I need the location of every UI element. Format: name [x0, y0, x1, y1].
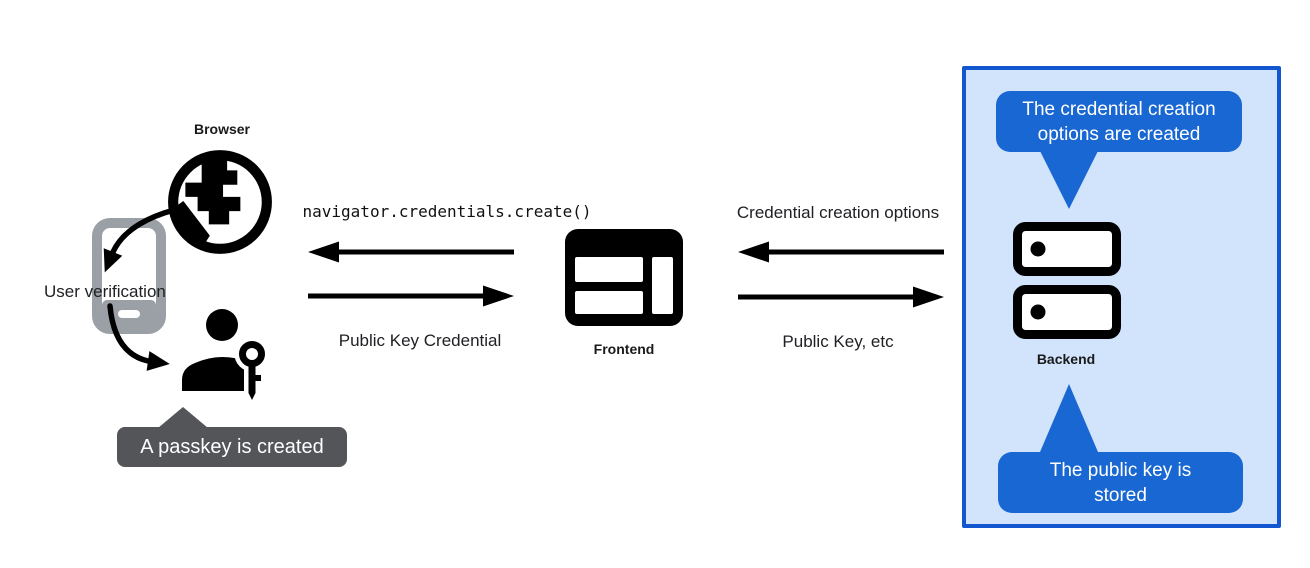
public-key-etc-label: Public Key, etc — [782, 332, 894, 351]
arrow-public-key-right — [738, 286, 944, 308]
arrow-public-key-credential-right — [308, 285, 514, 307]
browser-window-icon — [565, 229, 683, 326]
globe-icon — [168, 150, 272, 254]
backend-label: Backend — [1036, 351, 1096, 367]
credentials-create-call-label: navigator.credentials.create() — [302, 202, 592, 221]
arrow-create-call-left — [308, 241, 514, 263]
frontend-label: Frontend — [593, 341, 655, 357]
passkey-created-tooltip: A passkey is created — [117, 407, 347, 467]
server-stack-icon — [1013, 222, 1121, 339]
smartphone-icon — [92, 218, 166, 334]
browser-label: Browser — [193, 121, 251, 137]
credential-options-created-tooltip: The credential creation options are crea… — [996, 91, 1242, 152]
public-key-stored-tooltip: The public key is stored — [998, 452, 1243, 513]
credential-options-created-tooltip-text: The credential creation options are crea… — [1022, 98, 1216, 145]
credential-creation-options-label: Credential creation options — [736, 203, 940, 222]
tooltip-pointer-up — [158, 407, 208, 428]
public-key-stored-tooltip-text: The public key is stored — [1049, 459, 1192, 506]
user-verification-flow-arrows — [103, 207, 177, 371]
backend-panel: The credential creation options are crea… — [962, 66, 1281, 528]
public-key-credential-label: Public Key Credential — [338, 331, 502, 350]
user-verification-label: User verification — [44, 282, 166, 301]
person-key-icon — [182, 309, 270, 400]
passkey-created-tooltip-text: A passkey is created — [140, 435, 324, 458]
tooltip-pointer-up-blue — [1040, 384, 1098, 452]
arrow-credential-options-left — [738, 241, 944, 263]
tooltip-pointer-down — [1040, 151, 1098, 209]
